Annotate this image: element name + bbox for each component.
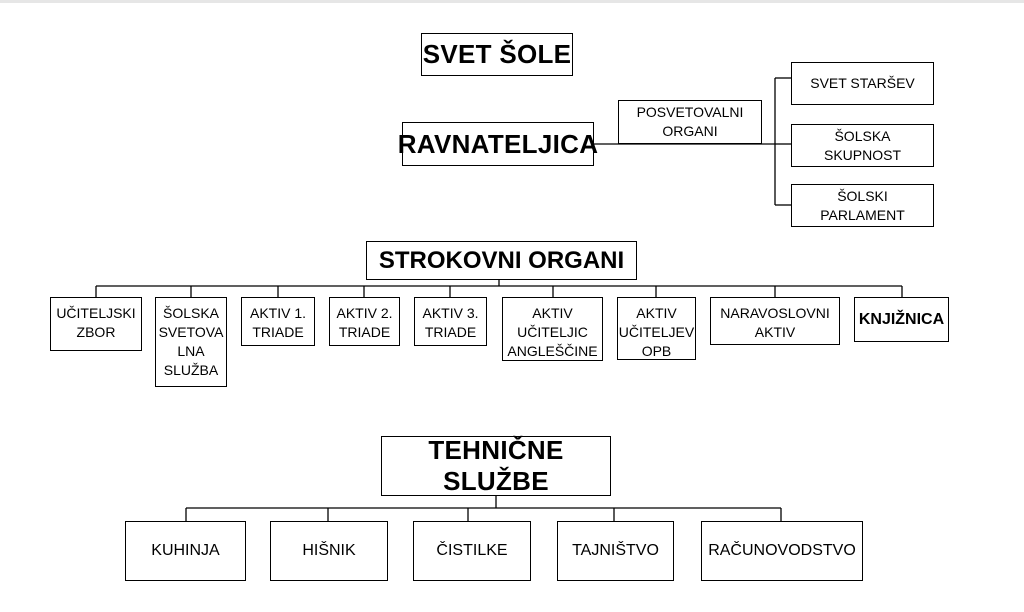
strokovni-organi-box: STROKOVNI ORGANI [366, 241, 637, 280]
tehnicne-item-hisnik: HIŠNIK [270, 521, 388, 581]
top-border [0, 0, 1024, 3]
tehnicne-sluzbe-box: TEHNIČNE SLUŽBE [381, 435, 611, 496]
ravnateljica-box: RAVNATELJICA [398, 122, 598, 166]
svet-sole-box: SVET ŠOLE [421, 33, 573, 76]
tehnicne-item-racunovodstvo: RAČUNOVODSTVO [701, 521, 863, 581]
strokovni-item-svetovalna-sluzba: ŠOLSKA SVETOVA LNA SLUŽBA [155, 297, 227, 387]
tehnicne-item-tajnistvo: TAJNIŠTVO [557, 521, 674, 581]
strokovni-item-uciteljski-zbor: UČITELJSKI ZBOR [50, 297, 142, 351]
posvetovalni-organi-box: POSVETOVALNI ORGANI [618, 100, 762, 144]
strokovni-item-aktiv-3-triade: AKTIV 3. TRIADE [414, 297, 487, 346]
tehnicne-item-kuhinja: KUHINJA [125, 521, 246, 581]
solska-skupnost-box: ŠOLSKA SKUPNOST [791, 124, 934, 167]
strokovni-item-aktiv-1-triade: AKTIV 1. TRIADE [241, 297, 315, 346]
svet-starsev-box: SVET STARŠEV [791, 62, 934, 105]
tehnicne-item-cistilke: ČISTILKE [413, 521, 531, 581]
solski-parlament-box: ŠOLSKI PARLAMENT [791, 184, 934, 227]
strokovni-item-knjiznica: KNJIŽNICA [854, 297, 949, 342]
strokovni-item-aktiv-anglescine: AKTIV UČITELJIC ANGLEŠČINE [502, 297, 603, 361]
strokovni-item-aktiv-2-triade: AKTIV 2. TRIADE [329, 297, 400, 346]
strokovni-item-aktiv-opb: AKTIV UČITELJEV OPB [617, 297, 696, 360]
strokovni-item-naravoslovni-aktiv: NARAVOSLOVNI AKTIV [710, 297, 840, 345]
